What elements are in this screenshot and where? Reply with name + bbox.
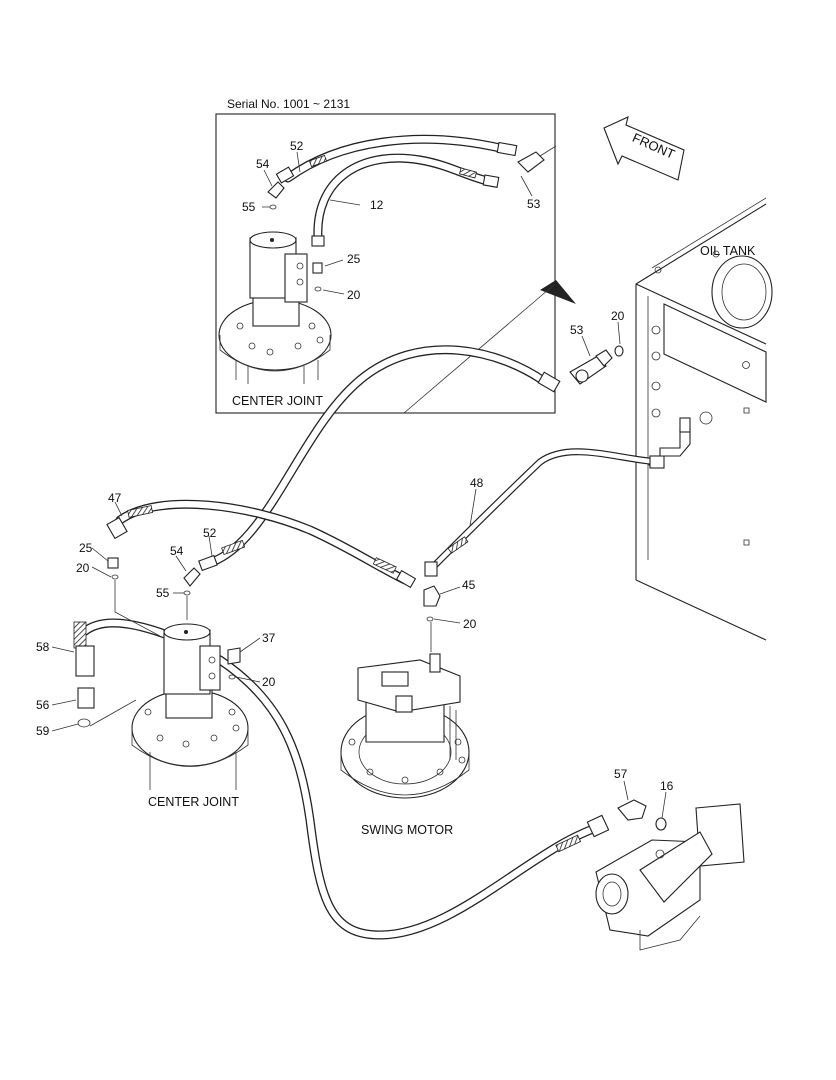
callout-57: 57 [614,767,628,781]
callout-20-a: 20 [611,309,625,323]
callout-45: 45 [462,578,476,592]
callout-59: 59 [36,724,50,738]
swing-motor: SWING MOTOR [340,653,470,837]
callout-53: 53 [570,323,584,337]
swing-motor-fittings [423,585,441,652]
inset-center-joint-label: CENTER JOINT [232,394,323,408]
callout-58: 58 [36,640,50,654]
callout-16: 16 [660,779,674,793]
center-joint-label: CENTER JOINT [148,795,239,809]
hoses [73,345,665,940]
tank-elbow-fitting [659,417,691,457]
front-arrow: FRONT [603,116,685,181]
callout-54: 54 [170,544,184,558]
callout-56: 56 [36,698,50,712]
center-joint-fittings [77,557,241,728]
callout-inset-55: 55 [242,200,256,214]
swing-motor-label: SWING MOTOR [361,823,453,837]
callout-47: 47 [108,491,122,505]
inset-center-joint [218,231,332,384]
callout-52: 52 [203,526,217,540]
callout-inset-52: 52 [290,139,304,153]
center-joint: CENTER JOINT [131,623,249,809]
oil-tank-label: OIL TANK [700,244,756,258]
inset-serial-caption: Serial No. 1001 ~ 2131 [227,97,350,111]
callout-20-d: 20 [463,617,477,631]
callout-inset-25: 25 [347,252,361,266]
callout-20-b: 20 [76,561,90,575]
callout-37: 37 [262,631,276,645]
callout-25: 25 [79,541,93,555]
fitting-53-main: 53 20 [569,309,625,385]
callout-48: 48 [470,476,484,490]
inset-detail: Serial No. 1001 ~ 2131 [215,97,576,414]
control-valve [595,799,745,951]
callout-20-c: 20 [262,675,276,689]
callout-inset-20: 20 [347,288,361,302]
callouts: 47 52 25 20 54 55 58 56 59 37 20 48 45 2… [36,476,674,819]
callout-55: 55 [156,586,170,600]
callout-inset-53: 53 [527,197,541,211]
oil-tank: OIL TANK [635,197,773,641]
callout-inset-54: 54 [256,157,270,171]
callout-inset-12: 12 [370,198,384,212]
